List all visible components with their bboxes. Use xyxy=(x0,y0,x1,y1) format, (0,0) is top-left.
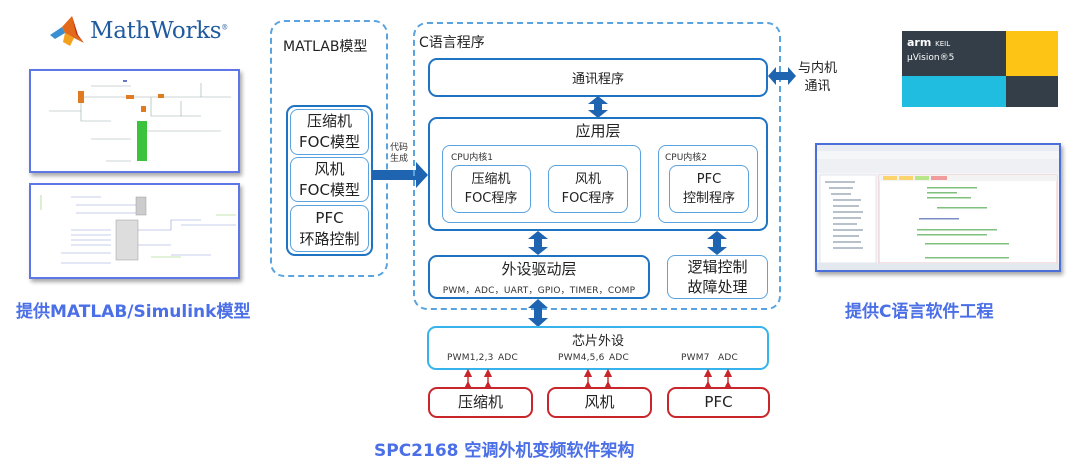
chip-peripherals-title: 芯片外设 xyxy=(571,334,624,349)
matlab-caption: 提供MATLAB/Simulink模型 xyxy=(16,302,251,322)
simulink-diagram-thumbnail xyxy=(40,195,236,264)
code-generation-arrow xyxy=(372,162,428,188)
fan-foc-model: 风机 FOC模型 xyxy=(290,157,369,202)
external-comm-arrow xyxy=(768,67,796,85)
ide-thumbnail xyxy=(817,145,1059,270)
chip-group-1-adc: ADC xyxy=(498,353,518,363)
matlab-membrane-icon xyxy=(50,16,84,46)
simulink-screenshot-1 xyxy=(29,69,240,173)
keil-ide-screenshot xyxy=(815,143,1061,272)
driver-layer-peripherals: PWM，ADC，UART，GPIO，TIMER，COMP xyxy=(442,286,636,296)
comm-program-box: 通讯程序 xyxy=(428,58,768,97)
chip-peripherals-box xyxy=(427,326,769,370)
code-generation-label: 代码 生成 xyxy=(390,143,409,164)
chip-group-1-pwm: PWM1,2,3 xyxy=(447,353,494,363)
compressor-hardware-box: 压缩机 xyxy=(428,387,533,418)
chip-group-3-pwm: PWM7 xyxy=(681,353,710,363)
comm-app-arrow xyxy=(588,96,608,118)
compressor-foc-program: 压缩机 FOC程序 xyxy=(451,165,531,213)
matlab-frame-title: MATLAB模型 xyxy=(283,39,368,55)
application-layer-title: 应用层 xyxy=(575,122,621,140)
app-driver-arrow xyxy=(528,231,548,255)
driver-chip-arrow xyxy=(528,299,548,327)
mathworks-logo: MathWorks® xyxy=(50,14,230,48)
keil-cyan-block xyxy=(902,76,1006,107)
external-comm-label: 与内机 通讯 xyxy=(798,61,838,94)
fan-hardware-box: 风机 xyxy=(547,387,652,418)
keil-product-name: µVision®5 xyxy=(907,53,955,63)
c-frame-title: C语言程序 xyxy=(419,35,485,51)
chip-group-3-adc: ADC xyxy=(718,353,738,363)
cpu-core-2-label: CPU内核2 xyxy=(665,153,708,163)
keil-caption: 提供C语言软件工程 xyxy=(845,302,994,322)
c-program-frame xyxy=(413,22,781,310)
registered-mark: ® xyxy=(221,23,228,32)
chip-group-2-pwm: PWM4,5,6 xyxy=(558,353,605,363)
logic-fault-box: 逻辑控制 故障处理 xyxy=(667,255,768,299)
fan-foc-program: 风机 FOC程序 xyxy=(548,165,628,213)
simulink-screenshot-2 xyxy=(29,183,240,279)
keil-yellow-block xyxy=(1006,31,1058,76)
pfc-control-program: PFC 控制程序 xyxy=(669,165,749,213)
simulink-diagram-thumbnail xyxy=(49,80,231,162)
mathworks-logo-text: MathWorks xyxy=(90,18,222,44)
signal-arrows xyxy=(463,369,733,389)
app-logic-arrow xyxy=(707,231,727,255)
compressor-foc-model: 压缩机 FOC模型 xyxy=(290,109,369,155)
diagram-title: SPC2168 空调外机变频软件架构 xyxy=(374,441,635,461)
driver-layer-title: 外设驱动层 xyxy=(501,260,577,278)
cpu-core-1-label: CPU内核1 xyxy=(451,153,494,163)
pfc-hardware-box: PFC xyxy=(667,387,770,418)
peripheral-driver-layer-box xyxy=(428,255,650,299)
keil-brand: arm KEIL xyxy=(907,36,951,49)
matlab-model-frame xyxy=(270,20,388,277)
keil-uvision-splash: arm KEIL µVision®5 xyxy=(902,31,1058,107)
chip-group-2-adc: ADC xyxy=(609,353,629,363)
pfc-loop-control-model: PFC 环路控制 xyxy=(290,205,369,252)
